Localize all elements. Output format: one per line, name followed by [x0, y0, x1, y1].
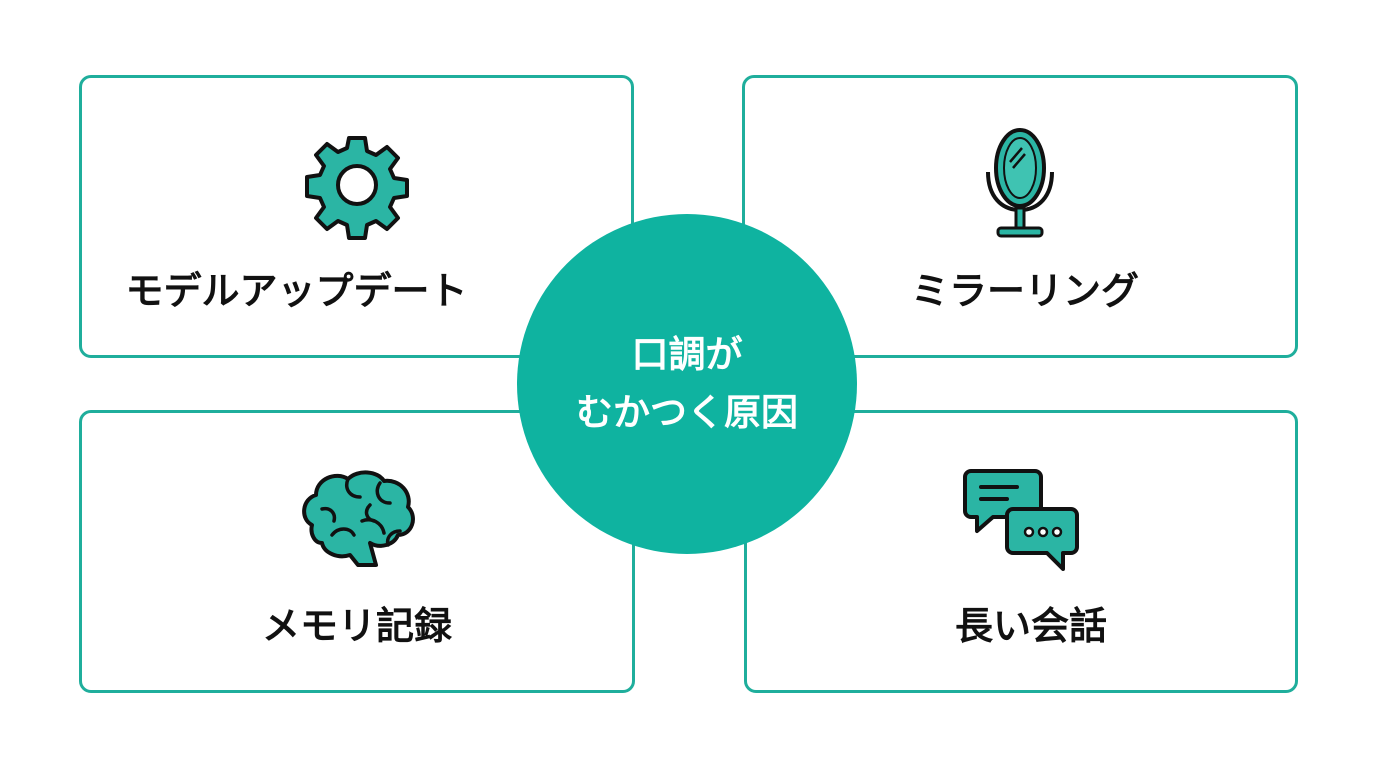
gear-icon	[304, 136, 409, 240]
card-model-update: モデルアップデート	[79, 75, 634, 358]
chat-bubbles-icon	[963, 469, 1079, 571]
mirror-icon	[986, 128, 1054, 238]
center-title-line1: 口調が	[631, 333, 743, 376]
card-label: モデルアップデート	[125, 269, 468, 313]
card-label: 長い会話	[954, 604, 1107, 648]
brain-icon	[302, 470, 415, 567]
center-title-line2: むかつく原因	[576, 391, 798, 434]
card-label: ミラーリング	[910, 269, 1139, 313]
center-topic-circle: 口調が むかつく原因	[517, 214, 857, 554]
card-label: メモリ記録	[261, 604, 452, 648]
